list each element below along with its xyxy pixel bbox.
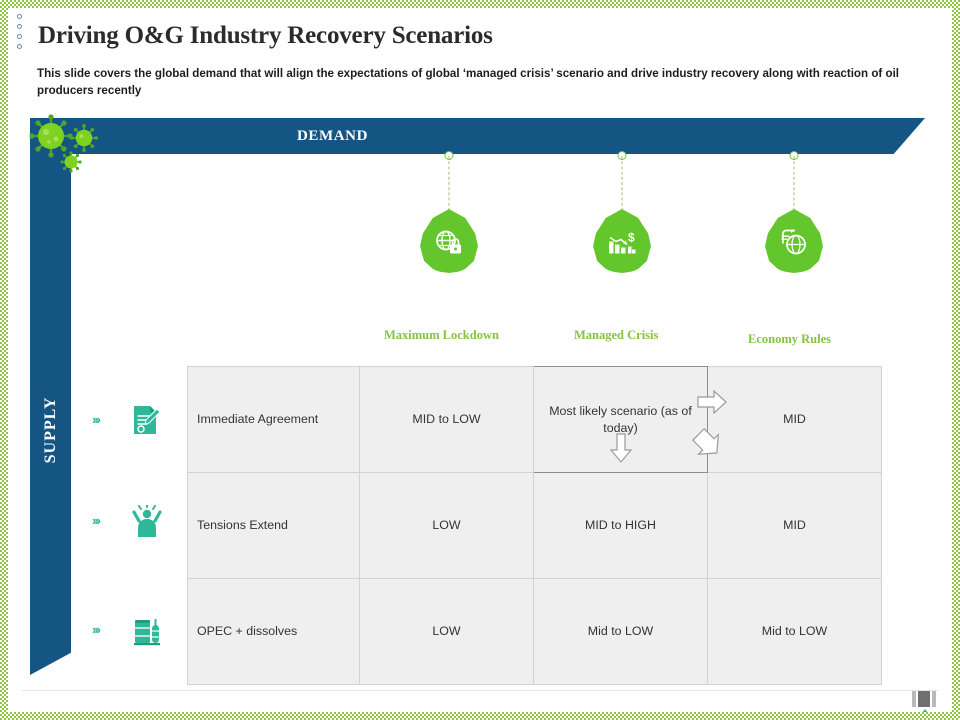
bullet-dot xyxy=(16,44,22,49)
bullet-dot xyxy=(16,34,22,39)
globe-recovery-icon xyxy=(780,227,808,260)
row-chevron-3: ››› xyxy=(92,622,101,637)
matrix-cell: MID xyxy=(707,366,882,473)
demand-axis-banner: DEMAND xyxy=(30,118,925,154)
page-subtitle: This slide covers the global demand that… xyxy=(37,67,900,97)
matrix-cell: Mid to LOW xyxy=(533,578,708,685)
bullet-dot xyxy=(16,24,22,29)
scenario-label-managed-crisis: Managed Crisis xyxy=(574,328,659,342)
scenario-label-maximum-lockdown: Maximum Lockdown xyxy=(384,328,499,342)
agreement-document-icon xyxy=(132,404,162,441)
declining-bar-chart-dollar-icon: $ xyxy=(608,229,636,260)
matrix-cell: MID xyxy=(707,472,882,579)
slide-canvas: Driving O&G Industry Recovery Scenarios … xyxy=(8,8,952,712)
table-row: Tensions Extend LOW MID to HIGH MID xyxy=(187,472,882,579)
matrix-cell: LOW xyxy=(359,578,534,685)
page-title: Driving O&G Industry Recovery Scenarios xyxy=(38,22,493,49)
pin-droplet xyxy=(765,209,823,273)
table-row: OPEC + dissolves LOW Mid to LOW Mid to L… xyxy=(187,578,882,685)
matrix-cell: Mid to LOW xyxy=(707,578,882,685)
scenario-label-economy-rules: Economy Rules xyxy=(748,332,831,346)
bullet-dot xyxy=(16,14,22,19)
supply-axis-label: SUPPLY xyxy=(41,396,59,464)
table-row: Immediate Agreement MID to LOW Most like… xyxy=(187,366,882,473)
matrix-cell: MID to LOW xyxy=(359,366,534,473)
demand-axis-label: DEMAND xyxy=(296,127,369,144)
coronavirus-icon xyxy=(60,151,82,178)
footer-decoration-icon xyxy=(911,690,945,712)
pin-connector-line xyxy=(621,156,623,211)
pin-connector-line xyxy=(448,156,450,211)
bullet-dot-rail xyxy=(12,14,26,49)
arrow-right-outline-icon xyxy=(697,389,727,419)
globe-lock-icon xyxy=(435,229,463,260)
scenario-matrix: Immediate Agreement MID to LOW Most like… xyxy=(187,366,882,685)
row-header-cell: Tensions Extend xyxy=(187,472,360,579)
coronavirus-icon xyxy=(70,124,98,157)
pin-connector-line xyxy=(793,156,795,211)
arrow-down-outline-icon xyxy=(609,433,632,466)
pin-droplet: $ xyxy=(593,209,651,273)
matrix-cell: LOW xyxy=(359,472,534,579)
row-chevron-1: ››› xyxy=(92,412,101,427)
row-header-cell: Immediate Agreement xyxy=(187,366,360,473)
matrix-cell-highlighted: Most likely scenario (as of today) xyxy=(533,366,708,473)
row-header-cell: OPEC + dissolves xyxy=(187,578,360,685)
supply-axis-bar: SUPPLY xyxy=(30,118,71,675)
pin-droplet xyxy=(420,209,478,273)
row-chevron-2: ››› xyxy=(92,513,101,528)
oil-tank-icon xyxy=(132,614,162,651)
svg-text:$: $ xyxy=(628,230,635,244)
arrow-diagonal-down-right-outline-icon xyxy=(690,426,724,465)
footer-divider xyxy=(22,690,938,691)
tension-person-icon xyxy=(132,503,162,542)
coronavirus-icon xyxy=(29,114,73,163)
matrix-cell: MID to HIGH xyxy=(533,472,708,579)
